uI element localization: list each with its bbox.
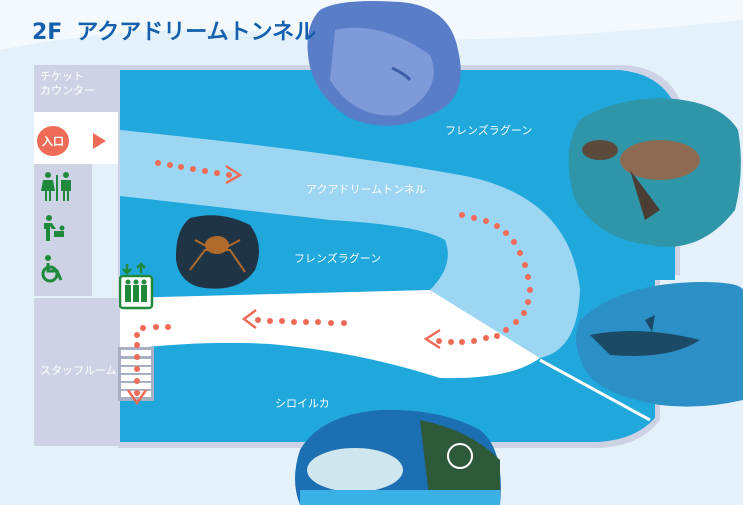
staff-room-block (34, 298, 120, 446)
walkway-area (120, 290, 540, 379)
elevator-icon (119, 262, 154, 310)
wheelchair-icon (41, 255, 63, 283)
title-label: アクアドリームトンネル (76, 20, 317, 45)
baby-changing-icon (44, 215, 65, 241)
sea-turtle-photo (568, 98, 741, 247)
entrance-badge: 入口 (37, 126, 69, 156)
tunnel-area (120, 130, 580, 358)
beluga-photo (295, 409, 501, 505)
ticket-counter-block (34, 65, 120, 112)
restroom-icon (41, 172, 71, 201)
entrance-arrow-icon (93, 133, 106, 149)
area-label-aqua-dream-tunnel: アクアドリームトンネル (306, 183, 426, 196)
spider-crab-photo (175, 215, 259, 289)
staff-room-label: スタッフルーム (40, 364, 117, 377)
area-label-friends-lagoon-outer: フレンズラグーン (445, 124, 533, 137)
area-label-beluga: シロイルカ (275, 397, 330, 410)
page-title: 2F アクアドリームトンネル (32, 14, 316, 46)
divider-line (539, 358, 651, 422)
area-label-friends-lagoon-inner: フレンズラグーン (294, 252, 382, 265)
floor-label: 2F (32, 20, 63, 45)
stingray-photo (307, 1, 461, 126)
route-path (126, 160, 533, 406)
shark-photo (576, 282, 743, 407)
ticket-counter-label: チケット カウンター (40, 70, 95, 97)
